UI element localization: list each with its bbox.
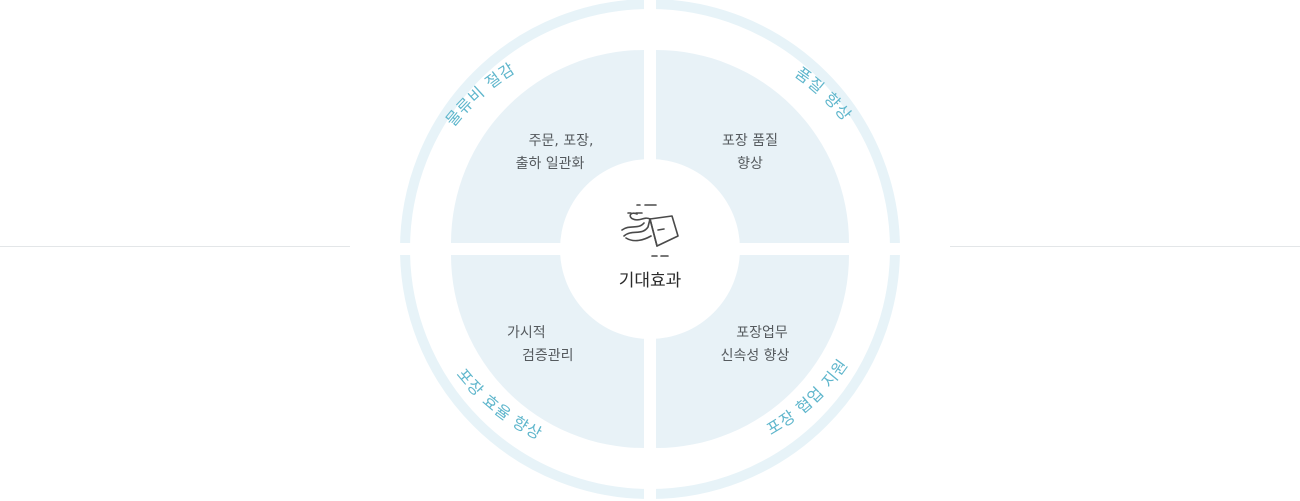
center-label: 기대효과 xyxy=(618,271,682,291)
desc-top-left: 주문, 포장, 출하 일관화 xyxy=(490,130,610,176)
desc-bottom-right-line2: 신속성 향상 xyxy=(720,348,790,364)
left-divider-line xyxy=(0,246,350,247)
desc-top-right-line2: 향상 xyxy=(737,156,763,172)
desc-top-right-line1: 포장 품질 xyxy=(722,133,778,149)
desc-bottom-left-line1: 가시적 xyxy=(507,325,546,341)
box-delivery-icon xyxy=(621,204,679,257)
desc-top-left-line2: 출하 일관화 xyxy=(515,156,585,172)
desc-bottom-right: 포장업무 신속성 향상 xyxy=(700,322,810,368)
center-circle xyxy=(560,159,740,339)
right-divider-line xyxy=(950,246,1300,247)
desc-bottom-left: 가시적 검증관리 xyxy=(507,322,617,368)
desc-bottom-left-line2: 검증관리 xyxy=(522,348,574,364)
desc-top-left-line1: 주문, 포장, xyxy=(528,133,594,149)
desc-top-right: 포장 품질 향상 xyxy=(700,130,800,176)
desc-bottom-right-line1: 포장업무 xyxy=(736,325,788,341)
